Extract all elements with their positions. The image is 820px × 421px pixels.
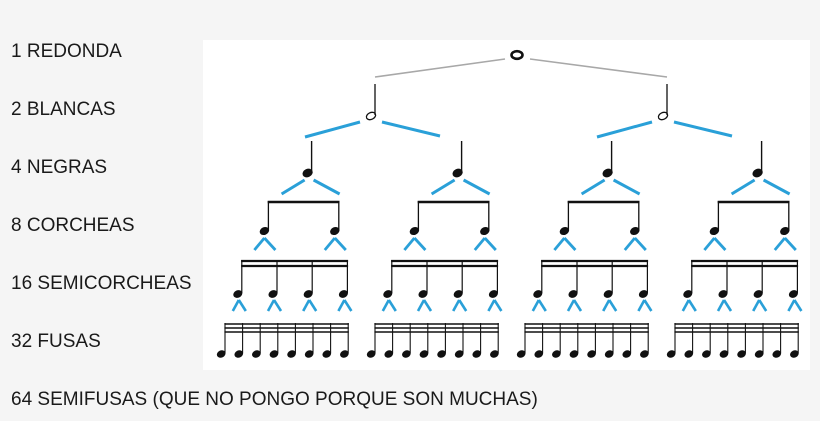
connector-sixteenth-left [716, 299, 726, 312]
connector-sixteenth-right [343, 299, 353, 312]
connector-quarter-left [580, 178, 606, 196]
connector-eighth-right [333, 237, 347, 251]
connector-eighth-right [413, 237, 427, 251]
connector-eighth-left [773, 237, 786, 251]
connector-sixteenth-left [302, 299, 311, 312]
connector-sixteenth-left [566, 299, 576, 312]
connector-quarter-right [462, 178, 491, 196]
connector-sixteenth-left [266, 299, 276, 312]
connector-half-left [304, 120, 361, 139]
connector-sixteenth-right [687, 299, 697, 312]
connector-sixteenth-right [758, 299, 768, 312]
connector-quarter-left [280, 178, 306, 196]
connector-half-left [596, 120, 653, 139]
connector-sixteenth-right [722, 299, 733, 312]
connector-quarter-left [730, 178, 756, 196]
connector-sixteenth-right [493, 299, 503, 312]
connector-sixteenth-left [452, 299, 461, 312]
label-fusas: 32 FUSAS [11, 331, 101, 352]
connector-sixteenth-left [787, 299, 796, 312]
connector-eighth-right [483, 237, 497, 251]
label-semicorcheas: 16 SEMICORCHEAS [11, 273, 192, 294]
connector-quarter-right [312, 178, 341, 196]
connector-sixteenth-left [681, 299, 690, 312]
connector-sixteenth-left [487, 299, 496, 312]
note-value-tree [216, 49, 803, 358]
connector-whole-left [374, 58, 506, 78]
connector-sixteenth-left [337, 299, 346, 312]
label-blancas: 2 BLANCAS [11, 99, 116, 120]
connector-eighth-right [713, 237, 727, 251]
connector-half-right [673, 120, 733, 138]
label-redonda: 1 REDONDA [11, 41, 122, 62]
connector-quarter-left [430, 178, 456, 196]
connector-eighth-left [403, 237, 416, 251]
connector-quarter-right [762, 178, 791, 196]
connector-sixteenth-left [602, 299, 611, 312]
connector-sixteenth-left [231, 299, 240, 312]
connector-sixteenth-right [237, 299, 247, 312]
connector-quarter-right [612, 178, 641, 196]
connector-sixteenth-right [793, 299, 803, 312]
label-negras: 4 NEGRAS [11, 157, 108, 178]
connector-eighth-left [473, 237, 486, 251]
connector-whole-right [529, 58, 668, 78]
connector-eighth-left [553, 237, 566, 251]
connector-eighth-left [323, 237, 336, 251]
connector-eighth-right [783, 237, 797, 251]
connector-sixteenth-left [381, 299, 390, 312]
connector-sixteenth-right [643, 299, 653, 312]
label-corcheas: 8 CORCHEAS [11, 215, 135, 236]
connector-sixteenth-right [608, 299, 618, 312]
whole-note [510, 49, 524, 61]
connector-eighth-right [263, 237, 277, 251]
connector-sixteenth-left [531, 299, 540, 312]
connector-sixteenth-left [752, 299, 761, 312]
connector-sixteenth-right [308, 299, 318, 312]
connector-sixteenth-right [272, 299, 283, 312]
connector-sixteenth-right [537, 299, 547, 312]
connector-eighth-right [563, 237, 577, 251]
connector-sixteenth-right [458, 299, 468, 312]
connector-sixteenth-left [637, 299, 646, 312]
connector-sixteenth-right [387, 299, 397, 312]
connector-eighth-left [703, 237, 716, 251]
connector-sixteenth-right [572, 299, 583, 312]
connector-half-right [381, 120, 441, 138]
connector-eighth-right [633, 237, 647, 251]
connector-eighth-left [253, 237, 266, 251]
note-tree-panel [203, 40, 810, 370]
label-semifusas: 64 SEMIFUSAS (QUE NO PONGO PORQUE SON MU… [11, 389, 538, 410]
connector-sixteenth-left [416, 299, 426, 312]
connector-eighth-left [623, 237, 636, 251]
connector-sixteenth-right [422, 299, 433, 312]
